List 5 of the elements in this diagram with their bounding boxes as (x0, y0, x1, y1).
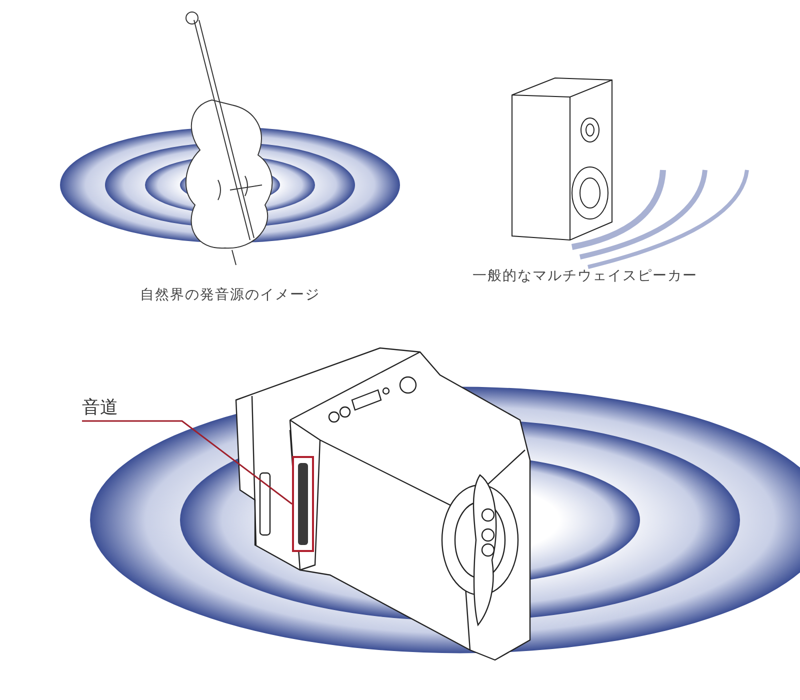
sound-channel-outline (292, 456, 314, 552)
callout-label: 音道 (82, 396, 162, 420)
leader-line (82, 420, 292, 505)
caption: 自然界の発音源のイメージ (139, 286, 321, 305)
caption: 一般的なマルチウェイスピーカー (472, 267, 698, 286)
